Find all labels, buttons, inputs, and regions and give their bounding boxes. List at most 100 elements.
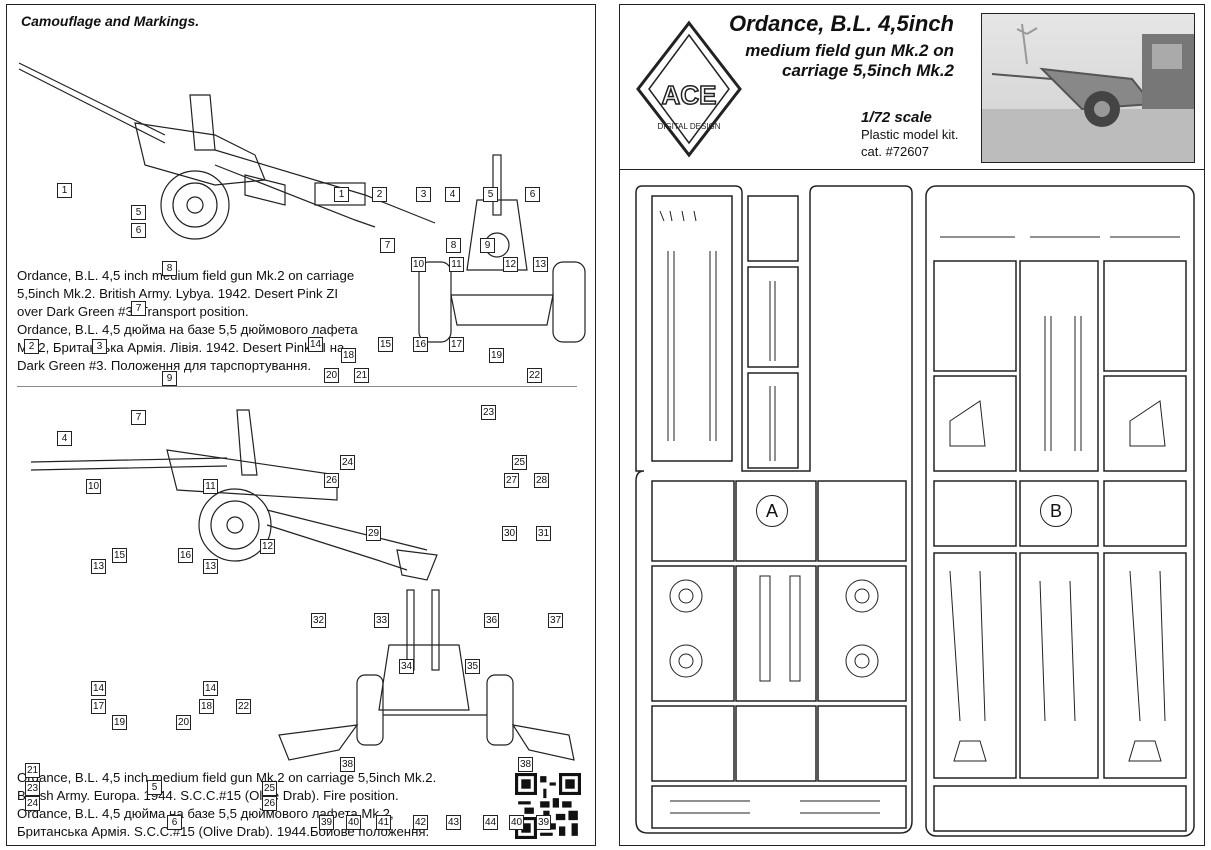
camouflage-heading: Camouflage and Markings. (21, 13, 200, 29)
sprue-a-marker: A (756, 495, 788, 527)
part-label: 13 (91, 559, 106, 574)
part-label: 24 (340, 455, 355, 470)
logo-ring-text: DIGITAL DESIGN (657, 122, 720, 131)
part-label: 25 (262, 781, 277, 796)
part-label: 6 (131, 223, 146, 238)
part-label: 37 (548, 613, 563, 628)
part-label: 32 (311, 613, 326, 628)
part-label: 12 (260, 539, 275, 554)
part-label: 43 (446, 815, 461, 830)
sprue-b-marker: B (1040, 495, 1072, 527)
part-label: 26 (262, 796, 277, 811)
part-label: 40 (346, 815, 361, 830)
part-label: 26 (324, 473, 339, 488)
part-label: 22 (236, 699, 251, 714)
part-label: 3 (92, 339, 107, 354)
part-label: 6 (525, 187, 540, 202)
part-label: 12 (503, 257, 518, 272)
part-label: 35 (465, 659, 480, 674)
gun-fire-side-drawing (30, 409, 438, 581)
part-label: 23 (25, 781, 40, 796)
part-label: 38 (340, 757, 355, 772)
part-label: 1 (334, 187, 349, 202)
part-label: 33 (374, 613, 389, 628)
caption-transport: Ordance, B.L. 4,5 inch medium field gun … (17, 267, 377, 375)
caption-line: British Army. Europa. 1944. S.C.C.#15 (O… (17, 788, 399, 803)
part-label: 19 (489, 348, 504, 363)
caption-line: Mk.2, Британська Армія. Лівія. 1942. Des… (17, 340, 345, 355)
part-label: 17 (449, 337, 464, 352)
part-label: 9 (480, 238, 495, 253)
part-label: 10 (86, 479, 101, 494)
kit-title-line1: Ordance, B.L. 4,5inch (729, 11, 954, 36)
photo-illustration (982, 23, 1194, 162)
part-label: 18 (199, 699, 214, 714)
part-label: 11 (203, 479, 218, 494)
part-label: 39 (536, 815, 551, 830)
part-label: 8 (162, 261, 177, 276)
part-label: 1 (57, 183, 72, 198)
part-label: 20 (324, 368, 339, 383)
part-label: 21 (25, 763, 40, 778)
caption-line: Dark Green #3. Положення для тарспортува… (17, 358, 312, 373)
part-label: 17 (91, 699, 106, 714)
caption-line: Ordance, B.L. 4,5 inch medium field gun … (17, 770, 437, 785)
gun-fire-front-drawing (278, 589, 575, 761)
part-label: 16 (178, 548, 193, 563)
part-label: 4 (57, 431, 72, 446)
caption-line: 5,5inch Mk.2. British Army. Lybya. 1942.… (17, 286, 339, 301)
part-label: 2 (24, 339, 39, 354)
part-label: 34 (399, 659, 414, 674)
kit-title-line3: carriage 5,5inch Mk.2 (782, 61, 954, 80)
part-label: 22 (527, 368, 542, 383)
caption-line: Ordance, B.L. 4,5 дюйма на базе 5,5 дюйм… (17, 806, 394, 821)
caption-line: Британська Армія. S.C.C.#15 (Olive Drab)… (17, 824, 430, 839)
part-label: 6 (167, 815, 182, 830)
part-label: 16 (413, 337, 428, 352)
part-label: 29 (366, 526, 381, 541)
part-label: 10 (411, 257, 426, 272)
part-label: 5 (131, 205, 146, 220)
logo-text: ACE (662, 80, 717, 110)
part-label: 7 (380, 238, 395, 253)
part-label: 23 (481, 405, 496, 420)
part-label: 39 (319, 815, 334, 830)
header-separator (620, 169, 1204, 170)
part-label: 40 (509, 815, 524, 830)
kit-title-line2: medium field gun Mk.2 on (745, 41, 954, 60)
part-label: 13 (203, 559, 218, 574)
part-label: 11 (449, 257, 464, 272)
part-label: 18 (341, 348, 356, 363)
part-label: 7 (131, 301, 146, 316)
part-label: 8 (446, 238, 461, 253)
part-label: 15 (378, 337, 393, 352)
part-label: 14 (308, 337, 323, 352)
caption-line: Ordance, B.L. 4,5 inch medium field gun … (17, 268, 355, 283)
part-label: 19 (112, 715, 127, 730)
part-label: 31 (536, 526, 551, 541)
part-label: 28 (534, 473, 549, 488)
caption-line: over Dark Green #3. Transport position. (17, 304, 249, 319)
part-label: 4 (445, 187, 460, 202)
part-label: 44 (483, 815, 498, 830)
ace-logo: ACE DIGITAL DESIGN (636, 20, 742, 158)
gun-transport-side-drawing (18, 62, 436, 240)
part-label: 25 (512, 455, 527, 470)
part-label: 3 (416, 187, 431, 202)
caption-line: Ordance, B.L. 4,5 дюйма на базе 5,5 дюйм… (17, 322, 358, 337)
camouflage-panel: Camouflage and Markings. Ordance, (6, 4, 596, 846)
part-label: 2 (372, 187, 387, 202)
part-label: 7 (131, 410, 146, 425)
sprue-b-frame (925, 185, 1195, 837)
part-label: 38 (518, 757, 533, 772)
section-divider (17, 386, 577, 387)
part-label: 30 (502, 526, 517, 541)
part-label: 14 (203, 681, 218, 696)
box-photo (981, 13, 1195, 163)
part-label: 41 (376, 815, 391, 830)
instruction-panel: ACE DIGITAL DESIGN Ordance, B.L. 4,5inch… (24, 4, 1205, 846)
part-label: 42 (413, 815, 428, 830)
part-label: 21 (354, 368, 369, 383)
gun-transport-front-drawing (418, 154, 586, 343)
part-label: 36 (484, 613, 499, 628)
